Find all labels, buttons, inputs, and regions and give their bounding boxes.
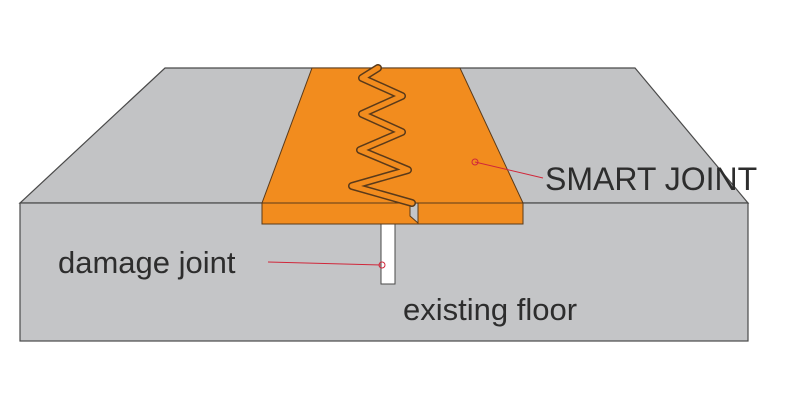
damage-joint-crack bbox=[380, 223, 396, 285]
smart-joint-front bbox=[261, 202, 524, 225]
damage-joint-label: damage joint bbox=[58, 245, 236, 280]
smart-joint-label: SMART JOINT bbox=[545, 161, 757, 197]
smart-joint-callout-dot bbox=[471, 158, 479, 166]
existing-floor-label: existing floor bbox=[403, 292, 577, 327]
damage-joint-callout-line bbox=[267, 261, 382, 266]
smart-joint-callout-line bbox=[474, 161, 544, 179]
damage-joint-callout-dot bbox=[378, 261, 386, 269]
smart-joint-zigzag-inner bbox=[349, 65, 415, 206]
